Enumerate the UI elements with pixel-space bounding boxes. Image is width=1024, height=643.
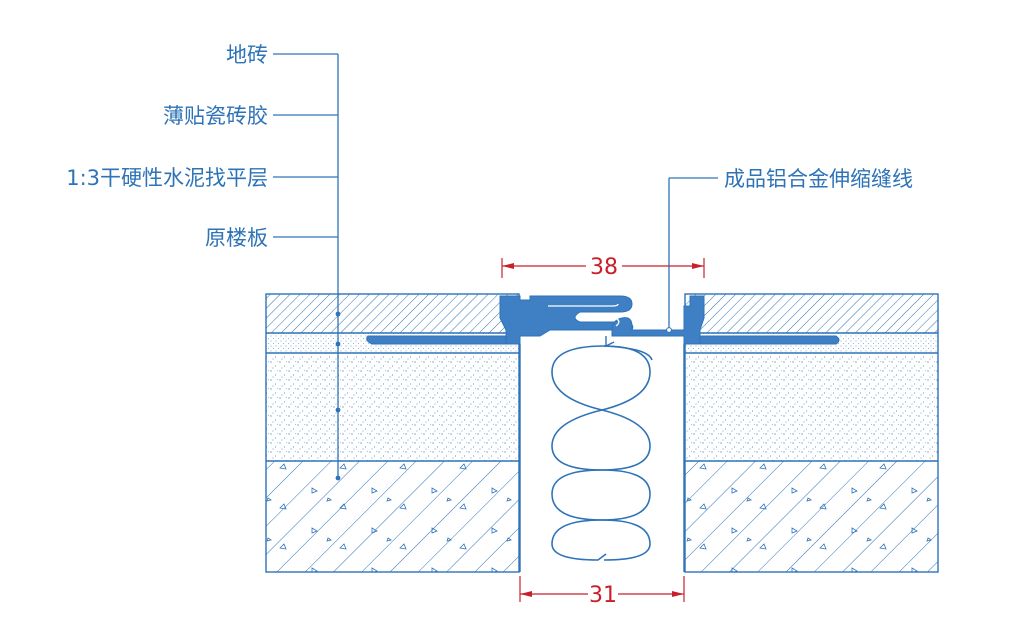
dimension-bottom <box>519 576 685 602</box>
right-leader <box>666 177 718 333</box>
left-body <box>499 295 634 345</box>
leader-dot-tile <box>335 311 341 317</box>
dimension-top-value: 38 <box>590 255 618 280</box>
left-screed-layer <box>266 353 519 461</box>
joint-gap <box>519 344 685 572</box>
dimension-top <box>501 258 705 278</box>
left-layers <box>266 294 519 572</box>
right-flange <box>683 335 840 345</box>
leader-dot-adhesive <box>335 341 341 347</box>
layer-outlines <box>265 293 939 573</box>
right-screed-layer <box>685 353 938 461</box>
right-tile-layer <box>685 294 938 333</box>
label-tile: 地砖 <box>226 43 268 67</box>
right-slab-aggregate <box>685 461 938 572</box>
filler-coil <box>551 345 653 561</box>
left-tile-layer <box>266 294 519 333</box>
label-slab: 原楼板 <box>205 226 268 250</box>
left-leaders <box>273 53 341 481</box>
fold-line <box>548 303 619 307</box>
label-adhesive: 薄贴瓷砖胶 <box>163 104 268 128</box>
label-joint-product: 成品铝合金伸缩缝线 <box>724 167 913 191</box>
fold-line-2 <box>585 313 620 327</box>
leader-dot-joint <box>666 327 672 333</box>
profile-hook <box>605 336 615 348</box>
right-body <box>611 295 705 345</box>
label-screed: 1:3干硬性水泥找平层 <box>66 166 268 190</box>
aluminium-joint-profile <box>366 295 840 348</box>
dimension-bottom-value: 31 <box>589 583 617 608</box>
leader-dot-screed <box>335 407 341 413</box>
left-flange <box>366 335 521 345</box>
left-slab-aggregate <box>266 461 519 572</box>
leader-dot-slab <box>335 475 341 481</box>
right-layers <box>685 294 938 572</box>
